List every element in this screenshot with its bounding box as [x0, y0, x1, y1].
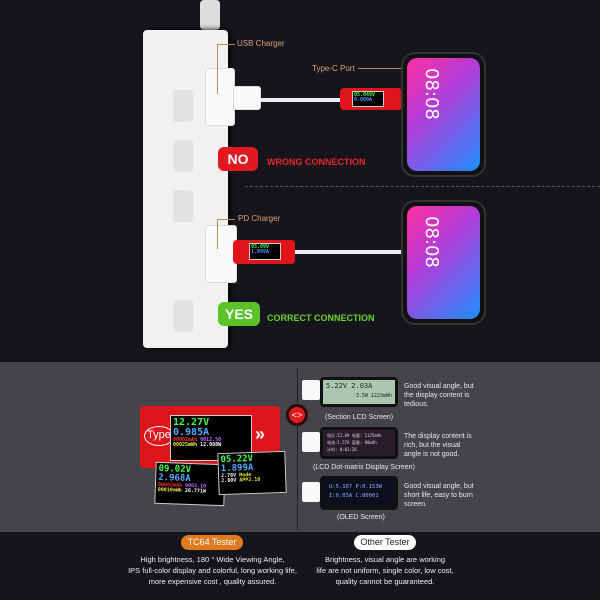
power-readout: 0012.50 [200, 437, 222, 443]
socket [173, 140, 193, 172]
phone-clock: 08:08 [421, 216, 442, 268]
oled-screen: U:5.107 P:0.153W I:0.03A C:00001 [320, 476, 398, 510]
oled-description: Good visual angle, but short life, easy … [404, 483, 474, 508]
pd-charger-label: PD Charger [238, 214, 281, 223]
tester-small: 05.049V 0.000A [340, 88, 402, 110]
other-desc-line: quality cannot be guaranteed. [335, 577, 435, 586]
other-desc-line: Brightness, visual angle are working [324, 555, 446, 564]
other-tester-label: Other Tester [354, 535, 416, 550]
dot-matrix-description: The display content is rich, but the vis… [404, 433, 472, 458]
pointer-line [358, 68, 403, 69]
lcd-line: 电压:12.09 电量: 1125mAh [327, 433, 382, 438]
lcd-line: 计时: 0:01:26 [327, 447, 357, 452]
oled-line: U:5.107 P:0.153W [329, 484, 382, 490]
oled-caption: (OLED Screen) [337, 514, 385, 521]
no-badge: NO [218, 147, 258, 171]
usb-connector [302, 380, 320, 400]
yes-badge: YES [218, 302, 260, 326]
tc64-desc-line: more expensive cost , quality assured. [148, 577, 277, 586]
oled-line: I:0.03A C:00001 [329, 493, 379, 499]
comparison-panel [0, 362, 600, 532]
socket [173, 190, 193, 222]
tc64-desc-line: IPS full-color display and colorful, lon… [128, 566, 297, 575]
socket [173, 300, 193, 332]
tester-current: 0.000A [354, 97, 373, 103]
cable [260, 98, 342, 102]
socket [173, 90, 193, 122]
cable [295, 250, 403, 254]
section-lcd: 5.22V 2.03A 3.5W 1223mWh [320, 377, 398, 407]
wh-readout: 26.771W [184, 487, 207, 495]
pointer-line [217, 44, 218, 94]
arrow-icon: » [255, 424, 266, 444]
usb-charger [205, 68, 235, 126]
type-c-port-label: Type-C Port [312, 64, 355, 73]
tester-voltage: 05.049V [354, 92, 376, 98]
mwh-readout: 00025mWh [173, 442, 198, 448]
tc64-screen-left: 09.02V 2.968A 00002mAh 0003.10 00010mWh … [154, 461, 226, 507]
lcd-line: 电流:1.57A 容量: 88mAh [327, 440, 377, 445]
section-lcd-description: Good visual angle, but the display conte… [404, 383, 474, 408]
app-label: APP2.10 [239, 476, 261, 484]
usb-connector [302, 482, 320, 502]
correct-connection-caption: CORRECT CONNECTION [267, 313, 375, 323]
dot-matrix-caption: (LCD Dot-matrix Display Screen) [313, 464, 415, 471]
usb-plug [233, 86, 261, 110]
tc64-desc-line: High brightness, 180 ° Wide Viewing Angl… [140, 555, 285, 564]
top-cable-hint [200, 0, 220, 30]
dminus-readout: 2.80V [221, 477, 237, 485]
pointer-line [217, 219, 235, 220]
wrong-connection-caption: WRONG CONNECTION [267, 157, 366, 167]
lcd-line: 3.5W 1223mWh [355, 393, 392, 399]
phone: 08:08 [401, 200, 486, 325]
other-desc-line: life are not uniform, single color, low … [316, 566, 454, 575]
vs-icon: <> [286, 404, 308, 426]
current-readout: 0.985A [173, 427, 210, 438]
voltage-readout: 12.27V [173, 417, 210, 428]
tc64-tester-label: TC64 Tester [181, 535, 243, 550]
tester-small: 05.09V 1.899A [233, 240, 295, 264]
usb-charger-label: USB Charger [237, 39, 285, 48]
tester-current: 1.899A [251, 249, 270, 255]
divider [297, 368, 298, 530]
phone-clock: 08:08 [421, 68, 442, 120]
wh-readout: 12.088W [200, 442, 222, 448]
mwh-readout: 00010mWh [157, 486, 182, 494]
tc64-screen-right: 05.22V 1.899A 2.78V Mode 2.80V APP2.10 [217, 450, 287, 496]
pointer-line [217, 44, 235, 45]
mah-readout: 00002mAh [173, 437, 198, 443]
tester-voltage: 05.09V [251, 244, 270, 250]
dot-matrix-lcd: 电压:12.09 电量: 1125mAh 电流:1.57A 容量: 88mAh … [320, 427, 398, 459]
usb-connector [302, 432, 320, 452]
divider [245, 186, 600, 187]
phone: 08:08 [401, 52, 486, 177]
lcd-line: 5.22V 2.03A [326, 382, 373, 390]
pointer-line [217, 219, 218, 249]
section-lcd-caption: (Section LCD Screen) [325, 414, 394, 421]
